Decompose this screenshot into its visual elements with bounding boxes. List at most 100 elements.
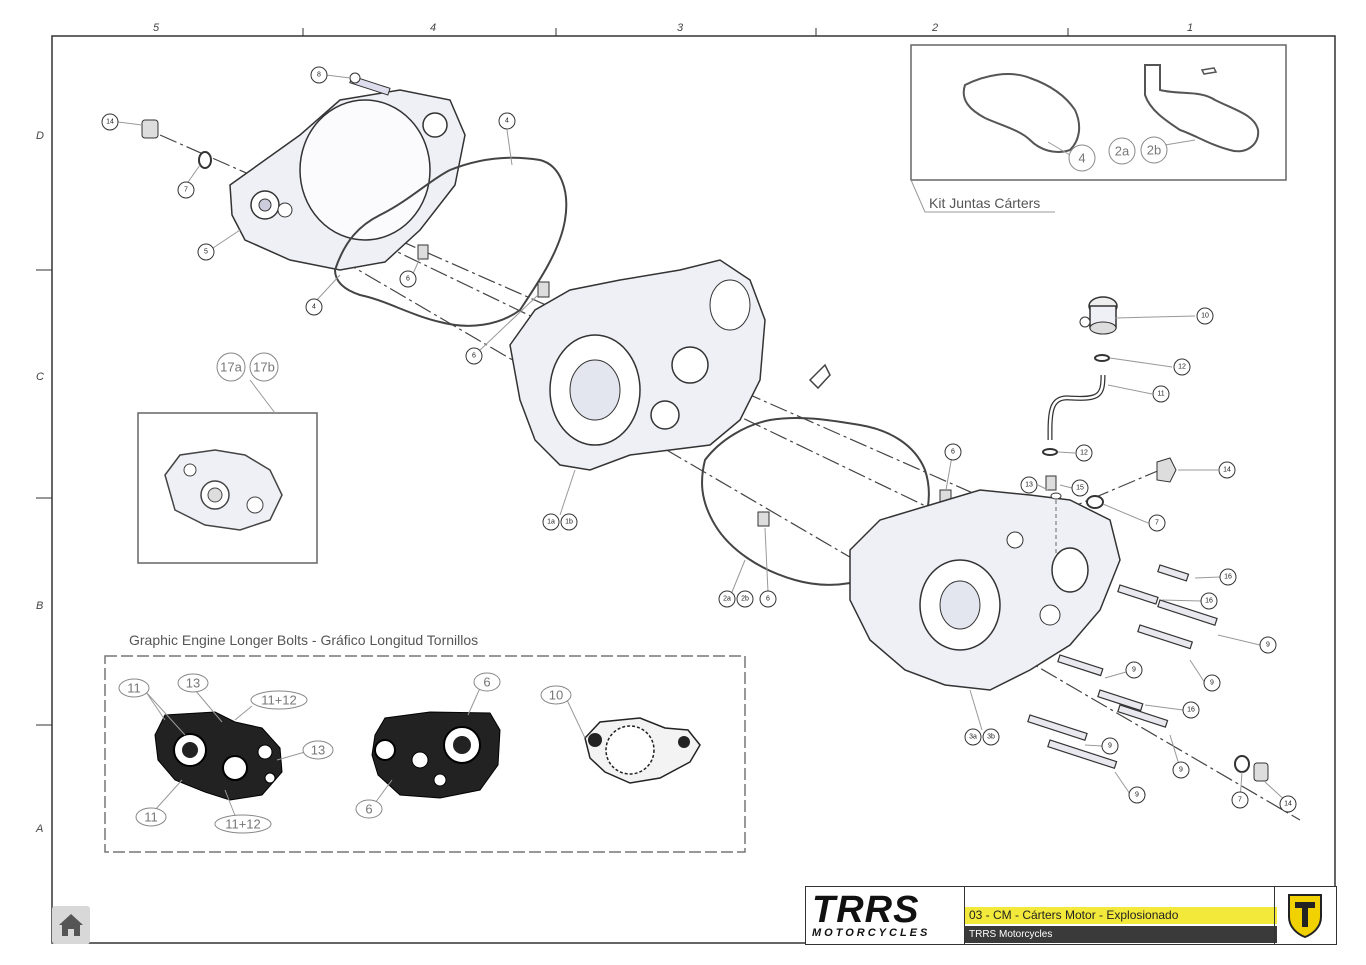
graphic-label-13-right: 13 — [311, 743, 325, 758]
part-dowel-6b — [537, 281, 550, 298]
part-plug-14-right — [1086, 457, 1177, 509]
callout-4a: 4 — [505, 118, 509, 125]
graphic-caption: Graphic Engine Longer Bolts - Gráfico Lo… — [127, 632, 481, 648]
callout-12b: 12 — [1080, 450, 1088, 457]
title-block: TRRS MOTORCYCLES 03 - CM - Cárters Motor… — [805, 886, 1337, 945]
kit-bubbles — [1068, 136, 1168, 172]
part-plug-14-bottom — [1234, 755, 1269, 782]
kit-caption: Kit Juntas Cárters — [929, 195, 1041, 211]
inset-bubbles — [216, 352, 279, 382]
callout-texts: 8 14 7 5 4 4 6 6 1a 1b 2a 2b 6 6 10 12 1… — [106, 72, 1292, 808]
callout-5: 5 — [204, 249, 208, 256]
inset-frame — [137, 412, 318, 564]
callout-6d: 6 — [951, 449, 955, 456]
callout-9e: 9 — [1179, 767, 1183, 774]
graphic-label-13-top: 13 — [186, 676, 200, 691]
callout-leaders — [117, 74, 1289, 804]
ruler-top-2: 2 — [932, 22, 939, 34]
graphic-label-10: 10 — [549, 688, 563, 703]
callout-13: 13 — [1025, 482, 1033, 489]
graphic-engine-left — [154, 711, 283, 801]
part-washer-13 — [1050, 492, 1062, 500]
sheet-border — [51, 35, 1336, 944]
callout-3b: 3b — [987, 734, 995, 741]
ruler-ticks-left — [36, 269, 52, 726]
ruler-top-3: 3 — [677, 22, 684, 34]
graphic-frame — [104, 655, 746, 853]
part-hose-11 — [1047, 374, 1106, 440]
callout-16a: 16 — [1224, 574, 1232, 581]
part-reservoir-10 — [1079, 296, 1118, 335]
graphic-label-6-bottom: 6 — [365, 802, 372, 817]
ruler-left-d: D — [36, 130, 44, 142]
callout-6b: 6 — [472, 353, 476, 360]
callout-14b: 14 — [1223, 467, 1231, 474]
kit-label-2b: 2b — [1147, 143, 1161, 158]
part-clutch-cover — [229, 89, 466, 271]
callout-2b: 2b — [741, 596, 749, 603]
part-fitting-15 — [1045, 475, 1057, 491]
callout-6a: 6 — [406, 276, 410, 283]
part-clip — [808, 363, 831, 390]
callout-11: 11 — [1157, 391, 1164, 398]
part-bolt-8 — [349, 72, 391, 96]
ruler-left-b: B — [36, 600, 44, 612]
callout-12a: 12 — [1178, 364, 1186, 371]
part-left-crankcase — [509, 259, 766, 471]
callout-15: 15 — [1076, 485, 1084, 492]
ruler-left-c: C — [36, 371, 44, 383]
part-dowel-6c — [757, 511, 770, 527]
callout-8: 8 — [317, 72, 321, 79]
kit-label-4: 4 — [1078, 151, 1085, 166]
part-bolts — [1027, 564, 1218, 770]
gasket-4 — [962, 73, 1081, 153]
ruler-left-a: A — [36, 823, 44, 835]
callout-bubbles — [101, 66, 1297, 813]
ruler-top-1: 1 — [1187, 22, 1194, 34]
company-name: TRRS Motorcycles — [965, 926, 1277, 943]
gasket-2 — [1144, 64, 1260, 153]
ruler-top-4: 4 — [430, 22, 437, 34]
callout-3a: 3a — [969, 734, 977, 741]
callout-7c: 7 — [1238, 797, 1242, 804]
logo-subtext: MOTORCYCLES — [812, 927, 931, 939]
callout-14c: 14 — [1284, 801, 1292, 808]
ruler-top-5: 5 — [153, 22, 160, 34]
ruler-ticks-top — [302, 28, 1069, 36]
callout-6c: 6 — [766, 596, 770, 603]
graphic-label-11-top: 11 — [127, 681, 141, 696]
graphic-bubbles — [118, 672, 572, 834]
callout-9d: 9 — [1108, 743, 1112, 750]
graphic-label-11-12-bottom: 11+12 — [225, 817, 261, 832]
callout-16c: 16 — [1187, 707, 1195, 714]
part-clamp-12b — [1042, 448, 1058, 456]
inset-label-17b: 17b — [253, 360, 275, 375]
gasket-clip — [1200, 67, 1218, 75]
callout-9a: 9 — [1266, 642, 1270, 649]
part-clamp-12a — [1094, 354, 1110, 362]
shield-emblem-icon — [1274, 887, 1337, 944]
part-gasket-4 — [333, 156, 568, 327]
logo-text: TRRS — [812, 889, 920, 931]
callout-16b: 16 — [1205, 598, 1213, 605]
callout-1a: 1a — [547, 519, 555, 526]
part-right-crankcase — [849, 489, 1121, 691]
kit-leader — [910, 179, 1055, 213]
callout-4b: 4 — [312, 304, 316, 311]
kit-label-2a: 2a — [1115, 144, 1130, 159]
callout-7a: 7 — [184, 187, 188, 194]
part-plug-14-top — [141, 119, 212, 169]
graphic-engine-middle — [371, 711, 501, 799]
home-button[interactable] — [52, 906, 90, 944]
callout-9f: 9 — [1135, 792, 1139, 799]
inset-engine — [164, 449, 283, 531]
home-icon — [59, 914, 83, 936]
part-dowel-6a — [417, 244, 429, 260]
callout-9b: 9 — [1210, 680, 1214, 687]
graphic-label-6-top: 6 — [483, 675, 490, 690]
callout-10: 10 — [1201, 313, 1209, 320]
callout-2a: 2a — [723, 596, 731, 603]
kit-frame — [910, 44, 1287, 181]
